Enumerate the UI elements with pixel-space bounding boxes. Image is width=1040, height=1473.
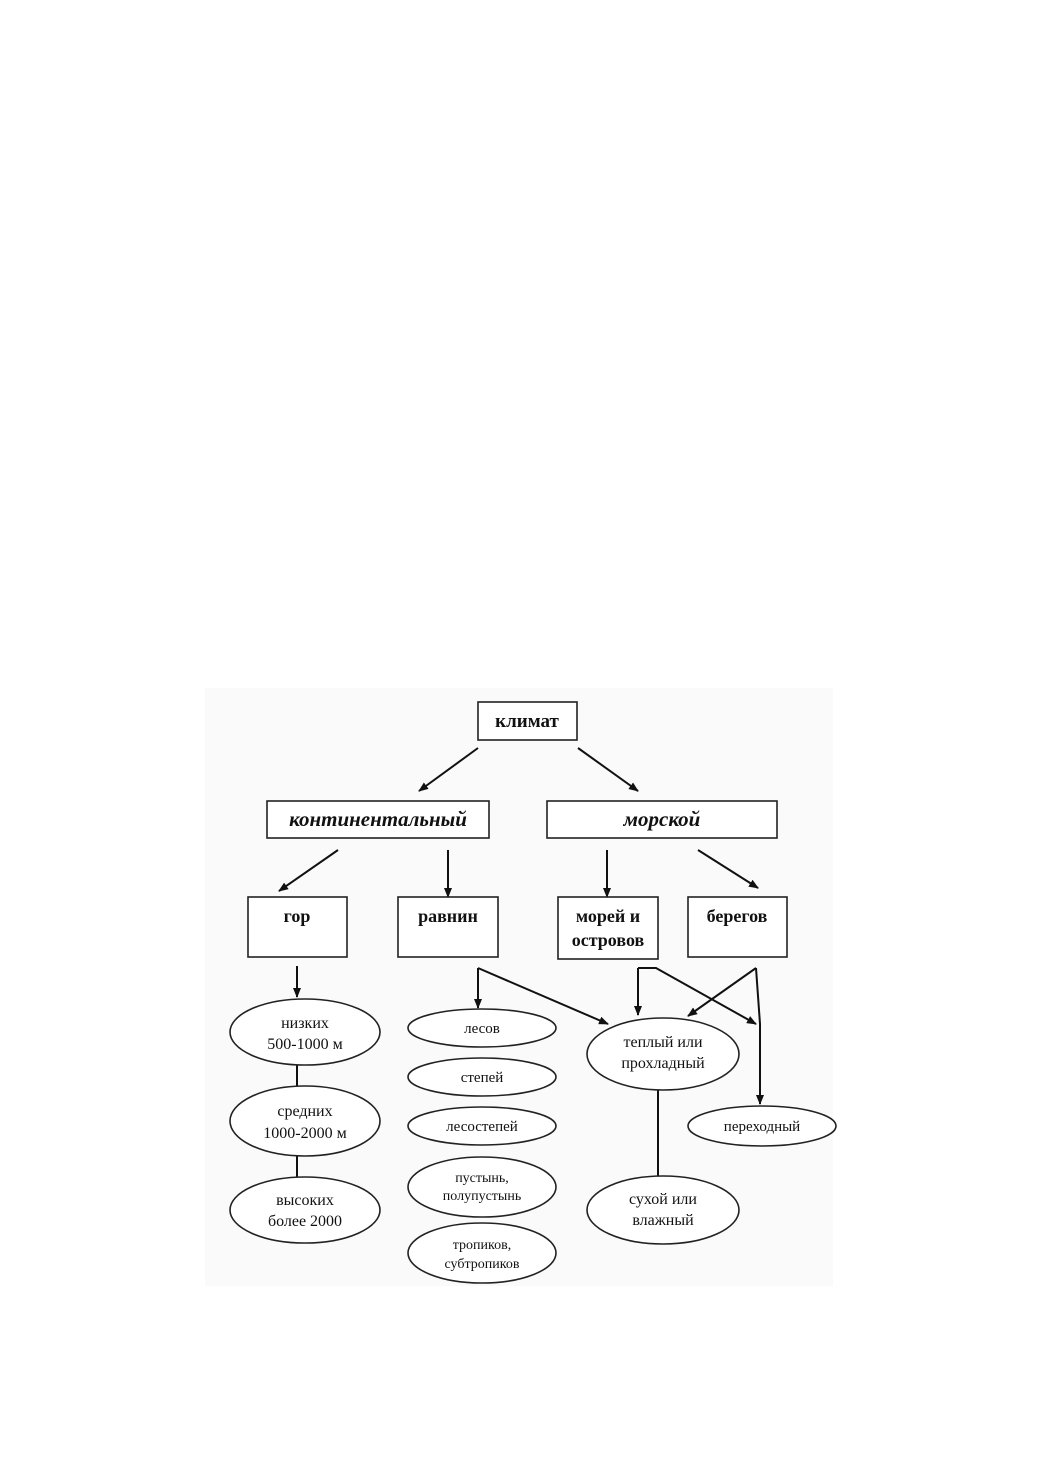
node-seas-islands: морей и островов — [557, 896, 659, 960]
node-plains: равнин — [397, 896, 499, 958]
node-high-mountains: высоких более 2000 — [229, 1176, 381, 1244]
node-climate: климат — [477, 701, 578, 741]
label-deserts-2: полупустынь — [443, 1189, 521, 1204]
node-mountains: гор — [247, 896, 348, 958]
arrow-seas-transitional-route — [638, 967, 757, 1025]
label-mid-2: 1000-2000 м — [263, 1125, 346, 1142]
arrow-climate-marine — [577, 747, 639, 792]
label-seas-line2: островов — [572, 930, 645, 950]
label-climate: климат — [495, 711, 559, 732]
node-forests: лесов — [407, 1008, 557, 1048]
node-warm-cool: теплый или прохладный — [586, 1017, 740, 1091]
node-transitional: переходный — [687, 1105, 837, 1147]
node-tropics: тропиков, субтропиков — [407, 1222, 557, 1284]
arrow-plains-warm — [477, 967, 609, 1025]
node-deserts: пустынь, полупустынь — [407, 1156, 557, 1218]
node-mid-mountains: средних 1000-2000 м — [229, 1085, 381, 1157]
label-seas-line1: морей и — [576, 906, 640, 926]
label-forests: лесов — [464, 1021, 500, 1037]
node-coasts: берегов — [687, 896, 788, 958]
label-deserts-1: пустынь, — [455, 1171, 509, 1186]
node-continental: континентальный — [266, 800, 490, 839]
label-warm-1: теплый или — [623, 1034, 703, 1051]
label-high-2: более 2000 — [268, 1213, 342, 1230]
label-continental: континентальный — [289, 807, 467, 831]
arrow-continental-mountains — [278, 849, 339, 892]
label-dry-1: сухой или — [629, 1191, 697, 1208]
node-steppes: степей — [407, 1057, 557, 1097]
label-coasts: берегов — [707, 906, 768, 926]
label-transitional: переходный — [724, 1119, 800, 1135]
label-forest-steppes: лесостепей — [446, 1119, 518, 1135]
label-warm-2: прохладный — [621, 1055, 705, 1072]
node-dry-humid: сухой или влажный — [586, 1175, 740, 1245]
arrow-marine-coasts — [697, 849, 759, 889]
label-mountains: гор — [284, 906, 311, 926]
label-tropics-2: субтропиков — [445, 1257, 520, 1272]
label-tropics-1: тропиков, — [453, 1238, 511, 1253]
node-low-mountains: низких 500-1000 м — [229, 998, 381, 1066]
label-high-1: высоких — [276, 1192, 334, 1209]
label-low-1: низких — [281, 1015, 329, 1032]
node-marine: морской — [546, 800, 778, 839]
node-forest-steppes: лесостепей — [407, 1106, 557, 1146]
label-low-2: 500-1000 м — [267, 1036, 342, 1053]
label-steppes: степей — [461, 1070, 504, 1086]
label-dry-2: влажный — [632, 1212, 694, 1229]
arrow-coasts-warm — [687, 967, 757, 1017]
connectors — [278, 747, 764, 1178]
label-mid-1: средних — [277, 1103, 332, 1120]
label-plains: равнин — [418, 906, 478, 926]
arrow-climate-continental — [418, 747, 479, 792]
label-marine: морской — [623, 807, 701, 831]
arrow-coasts-transitional — [755, 967, 764, 1105]
